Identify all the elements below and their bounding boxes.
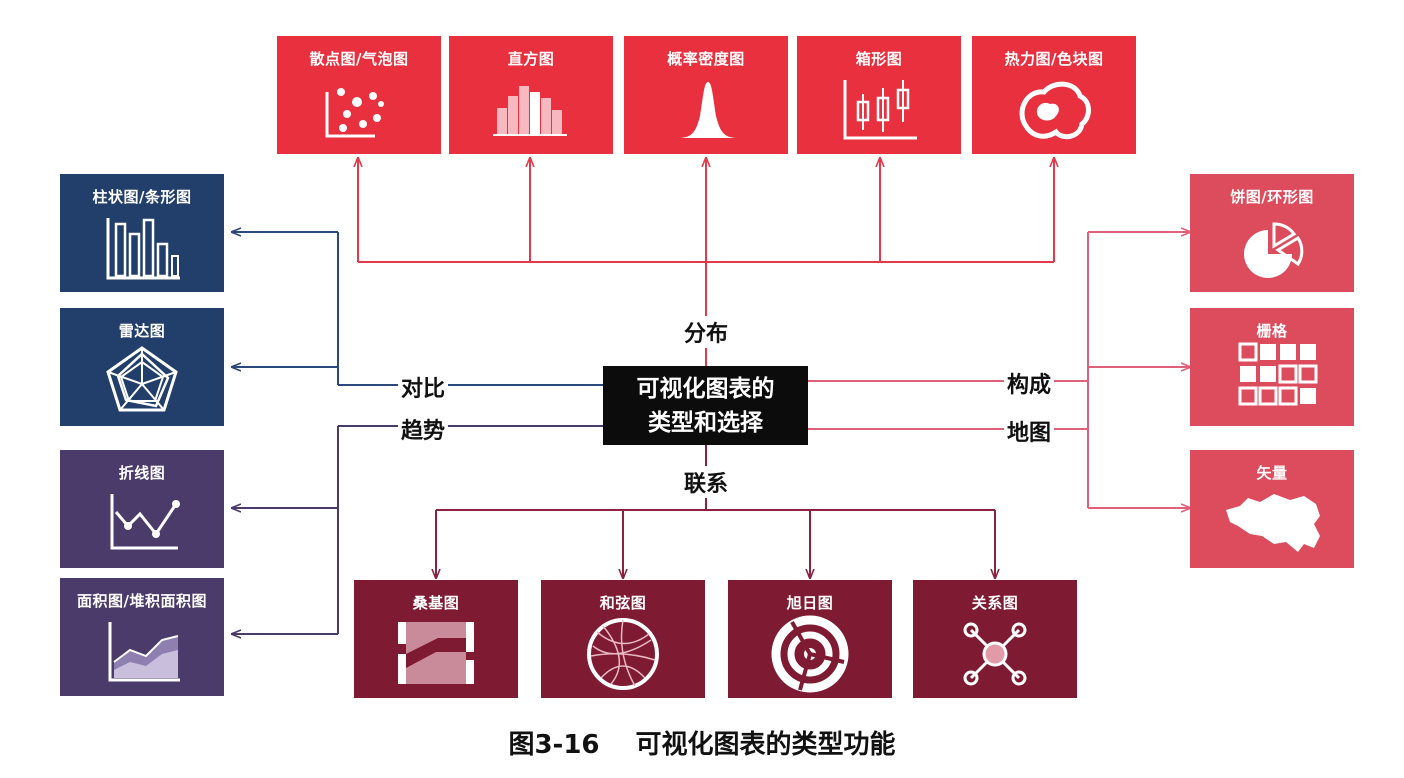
tile-radar: 雷达图 [60, 308, 224, 426]
distribution-connectors [358, 158, 1054, 366]
tile-label-sunburst: 旭日图 [786, 594, 834, 612]
tile-label-heatmap: 热力图/色块图 [1004, 50, 1104, 68]
category-label-map: 地图 [1004, 415, 1055, 447]
tile-line: 折线图 [60, 450, 224, 568]
figure-caption: 图3-16 可视化图表的类型功能 [0, 724, 1404, 761]
tile-area: 面积图/堆积面积图 [60, 578, 224, 696]
tile-bar: 柱状图/条形图 [60, 174, 224, 292]
line-chart-icon [110, 494, 180, 550]
category-label-distribution: 分布 [681, 316, 732, 348]
tile-vector: 矢量 [1190, 450, 1354, 568]
category-label-composition: 构成 [1004, 367, 1055, 399]
category-label-relation: 联系 [681, 466, 732, 498]
bar-chart-icon [106, 218, 180, 280]
tile-label-chord: 和弦图 [599, 594, 647, 612]
tile-sankey: 桑基图 [354, 580, 518, 698]
tile-grid: 栅格 [1190, 308, 1354, 426]
sankey-icon [398, 622, 474, 684]
tile-density: 概率密度图 [624, 36, 788, 154]
tile-label-line: 折线图 [118, 464, 166, 482]
tile-chord: 和弦图 [541, 580, 705, 698]
heatmap-blob-icon [1019, 81, 1091, 140]
density-curve-icon [678, 82, 738, 138]
figure-title: 可视化图表的类型功能 [635, 730, 896, 760]
tile-network: 关系图 [913, 580, 1077, 698]
tile-label-pie: 饼图/环形图 [1230, 188, 1314, 206]
area-chart-icon [108, 622, 180, 682]
tile-label-vector: 矢量 [1256, 464, 1288, 482]
tile-label-boxplot: 箱形图 [855, 50, 903, 68]
tile-heatmap: 热力图/色块图 [972, 36, 1136, 154]
tile-label-grid: 栅格 [1256, 322, 1288, 340]
tile-scatter: 散点图/气泡图 [277, 36, 441, 154]
vector-map-icon [1226, 494, 1320, 552]
figure-number: 图3-16 [508, 730, 600, 760]
tile-label-bar: 柱状图/条形图 [92, 188, 192, 206]
network-icon [963, 622, 1027, 686]
category-label-trend: 趋势 [398, 413, 449, 445]
tile-boxplot: 箱形图 [797, 36, 961, 154]
center-title-line2: 类型和选择 [648, 410, 763, 436]
composition-map-connectors [808, 232, 1190, 508]
boxplot-icon [843, 80, 917, 140]
tile-label-network: 关系图 [971, 594, 1019, 612]
tile-pie: 饼图/环形图 [1190, 174, 1354, 292]
comparison-connectors [232, 232, 603, 386]
radar-icon [106, 346, 178, 412]
tile-sunburst: 旭日图 [728, 580, 892, 698]
tile-label-histogram: 直方图 [507, 50, 555, 68]
center-title-line1: 可视化图表的 [636, 376, 775, 402]
pie-chart-icon [1244, 222, 1304, 278]
tile-label-area: 面积图/堆积面积图 [77, 592, 207, 610]
grid-icon [1238, 342, 1318, 406]
histogram-icon [493, 86, 567, 136]
scatter-icon [325, 88, 384, 138]
chord-icon [587, 618, 659, 690]
category-label-comparison: 对比 [398, 371, 449, 403]
tile-label-density: 概率密度图 [667, 50, 745, 68]
tile-label-scatter: 散点图/气泡图 [309, 50, 409, 68]
relation-connectors [436, 445, 995, 578]
tile-label-sankey: 桑基图 [412, 594, 460, 612]
trend-connectors [232, 425, 603, 634]
tile-histogram: 直方图 [449, 36, 613, 154]
center-title-box: 可视化图表的 类型和选择 [603, 366, 808, 445]
sunburst-icon [771, 615, 849, 693]
tile-label-radar: 雷达图 [118, 322, 166, 340]
